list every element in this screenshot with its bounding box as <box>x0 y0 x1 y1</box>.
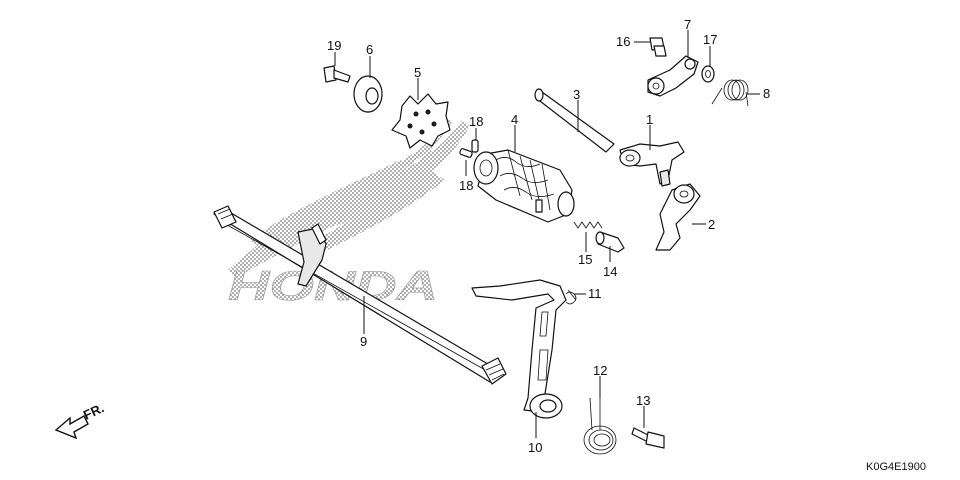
callout-9: 9 <box>360 334 367 349</box>
callout-11: 11 <box>588 286 602 301</box>
callout-5: 5 <box>414 65 421 80</box>
callout-8: 8 <box>763 86 770 101</box>
callout-19: 19 <box>327 38 341 53</box>
callout-6: 6 <box>366 42 373 57</box>
callout-10: 10 <box>528 440 542 455</box>
leader-lines <box>334 30 760 438</box>
bolt-16-part[interactable] <box>649 37 667 57</box>
callout-18-lower: 18 <box>459 178 473 193</box>
callout-13: 13 <box>636 393 650 408</box>
callout-7: 7 <box>684 17 691 32</box>
shift-drum-part[interactable] <box>473 149 575 223</box>
callout-12: 12 <box>593 363 607 378</box>
callout-15: 15 <box>578 252 592 267</box>
stopper-arm-part[interactable] <box>647 55 699 97</box>
gearshift-arm-part[interactable] <box>471 279 567 419</box>
drum-pin-part-a[interactable] <box>471 139 479 153</box>
arm-spring-part[interactable] <box>565 289 577 305</box>
stopper-spring-part[interactable] <box>573 221 603 229</box>
callout-4: 4 <box>511 112 518 127</box>
honda-wing-watermark <box>228 118 470 278</box>
star-plate-part[interactable] <box>391 93 451 149</box>
return-spring-part[interactable] <box>583 397 617 455</box>
stopper-plunger-part[interactable] <box>595 231 625 253</box>
callout-17: 17 <box>703 32 717 47</box>
callout-14: 14 <box>603 264 617 279</box>
callout-16: 16 <box>616 34 630 49</box>
front-direction-arrow-icon: FR. <box>54 400 106 440</box>
washer-part[interactable] <box>701 65 715 83</box>
shift-fork-2-part[interactable] <box>655 183 701 251</box>
callout-3: 3 <box>573 87 580 102</box>
stopper-arm-spring-part[interactable] <box>711 79 749 107</box>
shift-fork-1-part[interactable] <box>619 141 685 187</box>
diagram-code: K0G4E1900 <box>866 461 926 473</box>
stopper-bolt-part[interactable] <box>631 427 665 449</box>
drum-pin-part-b[interactable] <box>459 148 473 158</box>
bolt-19-part[interactable] <box>323 65 351 83</box>
callout-18-upper: 18 <box>469 114 483 129</box>
gearshift-spindle-part[interactable] <box>213 205 507 385</box>
callout-labels: 1 2 3 4 5 6 7 8 9 10 11 12 13 14 15 16 1… <box>327 17 770 455</box>
collar-part[interactable] <box>353 75 383 113</box>
callout-2: 2 <box>708 217 715 232</box>
front-direction-label: FR. <box>81 400 106 422</box>
shift-fork-shaft-part[interactable] <box>534 88 615 153</box>
callout-1: 1 <box>646 112 653 127</box>
